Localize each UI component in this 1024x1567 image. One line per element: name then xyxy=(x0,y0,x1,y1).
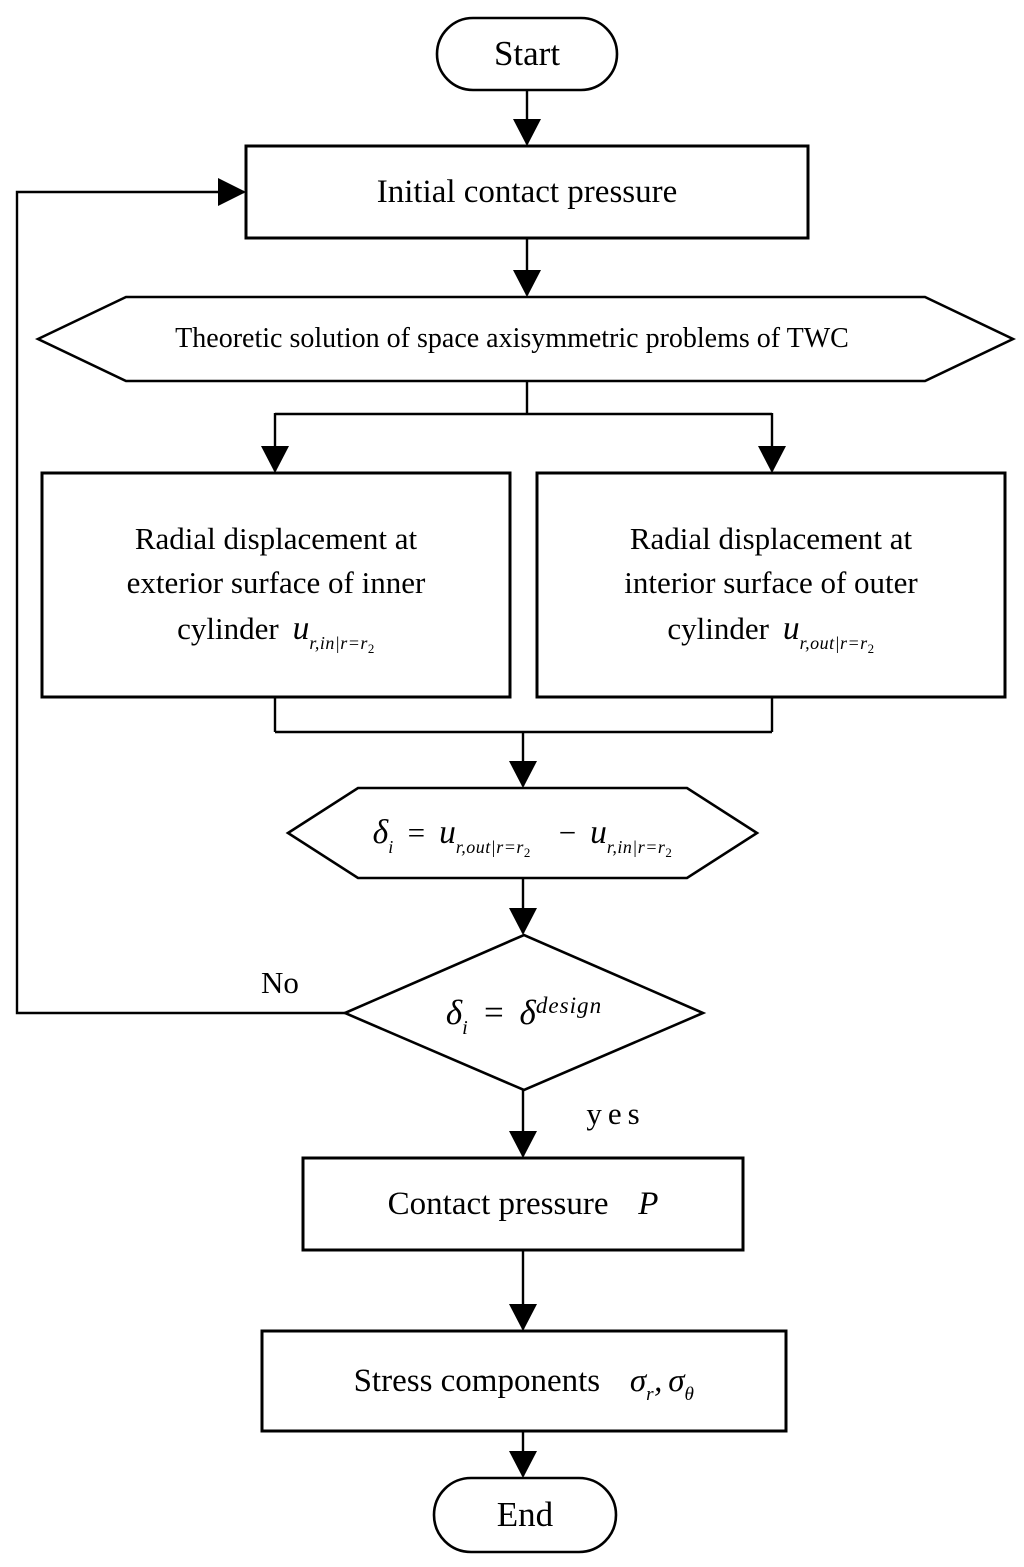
arrow-into-decision xyxy=(509,908,537,935)
arrow-into-end xyxy=(509,1451,537,1478)
arrow-into-theoretic xyxy=(513,270,541,297)
end-node-shape xyxy=(432,1476,618,1554)
edge-no-feedback xyxy=(15,190,345,1015)
start-node-shape xyxy=(435,16,619,92)
arrow-into-stress xyxy=(509,1304,537,1331)
arrow-into-radial-inner xyxy=(261,446,289,473)
arrow-into-initial-top xyxy=(513,119,541,146)
decision-diamond-shape xyxy=(341,933,707,1092)
radial-inner-node-shape xyxy=(40,471,512,699)
arrow-into-delta xyxy=(509,761,537,788)
radial-outer-node-shape xyxy=(535,471,1007,699)
theoretic-hexagon-shape xyxy=(34,295,1017,383)
stress-node-shape xyxy=(260,1329,788,1433)
arrowheads xyxy=(218,119,786,1478)
delta-hexagon-shape xyxy=(285,786,760,880)
arrow-into-radial-outer xyxy=(758,446,786,473)
arrow-feedback-into-initial xyxy=(218,178,246,206)
arrow-into-contact xyxy=(509,1131,537,1158)
contact-pressure-node-shape xyxy=(301,1156,745,1252)
initial-pressure-node-shape xyxy=(244,144,810,240)
